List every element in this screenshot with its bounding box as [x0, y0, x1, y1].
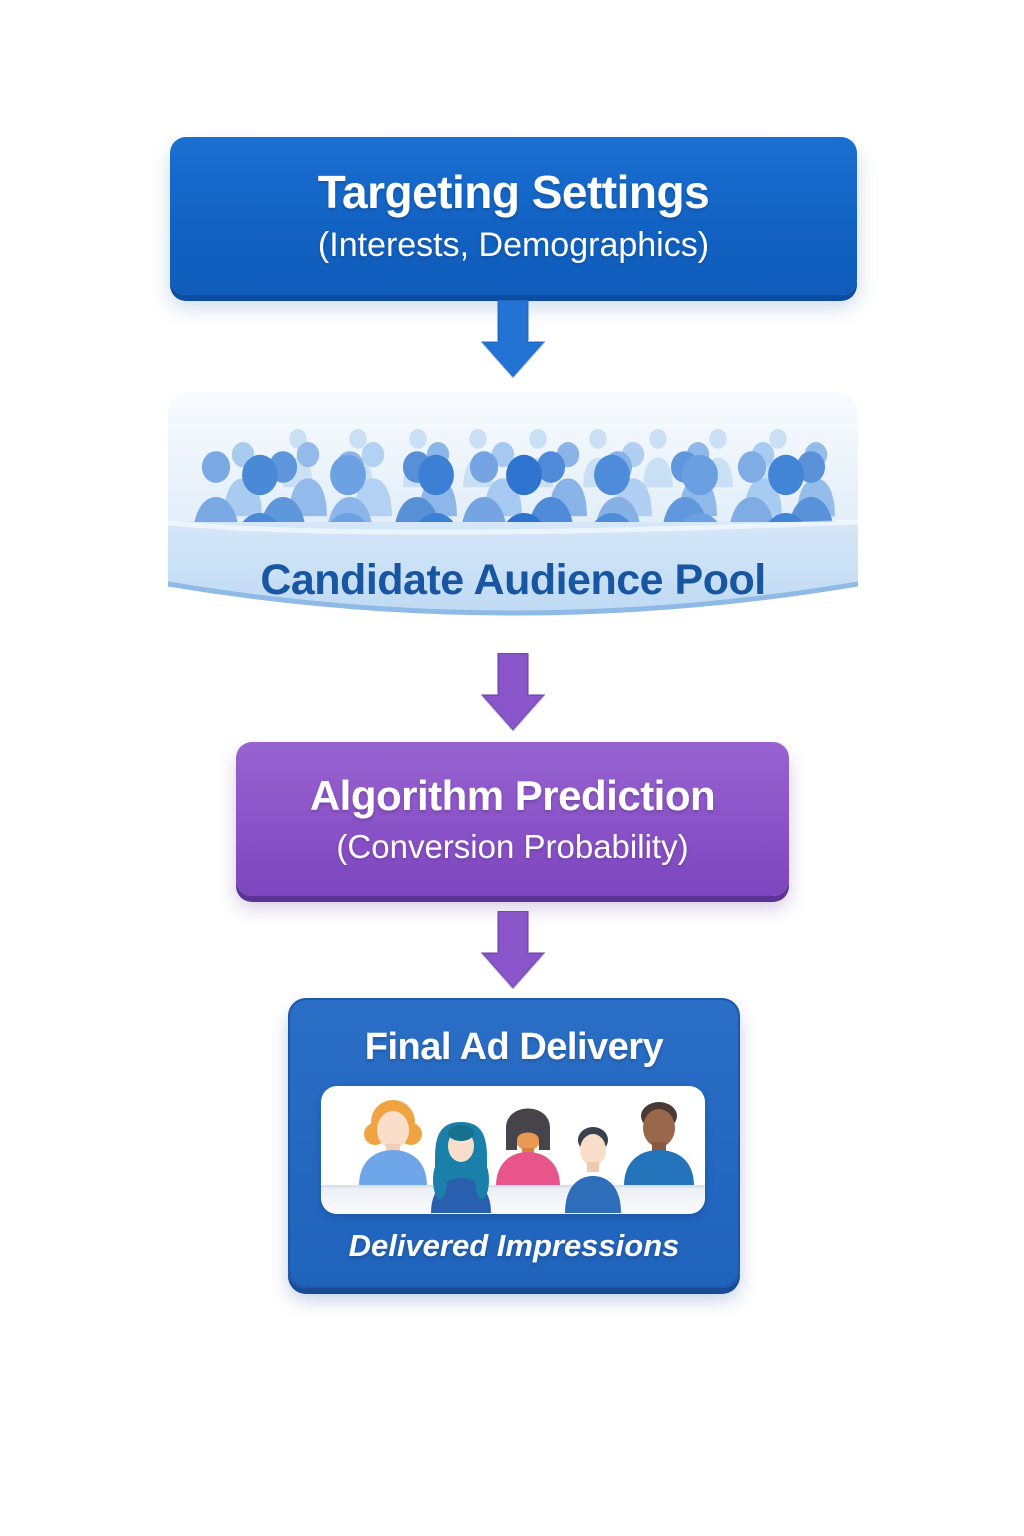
- final-ad-delivery-node: Final Ad Delivery: [288, 998, 740, 1288]
- avatar: [359, 1100, 427, 1186]
- algorithm-prediction-subtitle: (Conversion Probability): [336, 827, 689, 865]
- targeting-settings-title: Targeting Settings: [317, 165, 710, 218]
- targeting-settings-subtitle: (Interests, Demographics): [317, 226, 710, 265]
- pool-band: [168, 522, 858, 613]
- down-arrow-shape: [481, 653, 545, 731]
- table-edge: [321, 1185, 705, 1188]
- delivered-audience-panel: [321, 1086, 705, 1214]
- down-arrow-icon: [481, 653, 545, 731]
- table-surface: [321, 1186, 705, 1214]
- down-arrow-shape: [481, 911, 545, 989]
- avatar: [624, 1102, 694, 1186]
- avatar: [496, 1108, 560, 1186]
- targeting-settings-node: Targeting Settings (Interests, Demograph…: [170, 137, 857, 295]
- avatar: [565, 1127, 621, 1213]
- final-ad-delivery-title: Final Ad Delivery: [364, 1026, 664, 1068]
- candidate-audience-pool-node: Candidate Audience Pool: [168, 392, 858, 650]
- down-arrow-shape: [481, 300, 545, 378]
- algorithm-prediction-node: Algorithm Prediction (Conversion Probabi…: [236, 742, 789, 896]
- algorithm-prediction-title: Algorithm Prediction: [309, 772, 716, 820]
- down-arrow-icon: [481, 911, 545, 989]
- avatar: [431, 1122, 491, 1213]
- avatars-illustration: [321, 1100, 705, 1214]
- delivered-impressions-caption: Delivered Impressions: [348, 1228, 680, 1263]
- pool-band-highlight: [168, 519, 858, 535]
- down-arrow-icon: [481, 300, 545, 378]
- pool-rim: [168, 581, 858, 616]
- candidate-audience-pool-label: Candidate Audience Pool: [260, 556, 766, 604]
- crowd-illustration: [168, 392, 858, 616]
